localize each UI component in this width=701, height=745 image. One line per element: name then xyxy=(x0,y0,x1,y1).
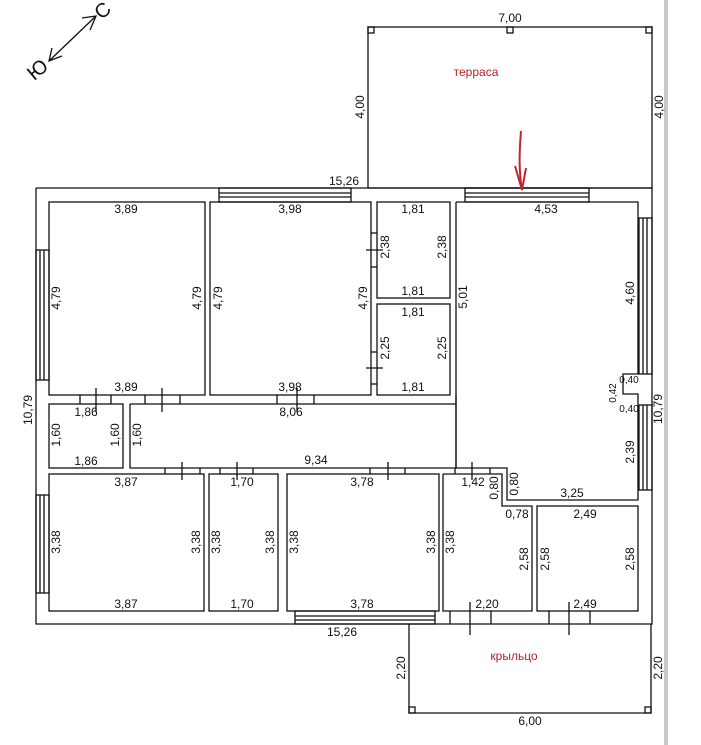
hall-bottom: 2,20 xyxy=(475,597,499,611)
room-s-narrow-bottom: 1,70 xyxy=(230,597,254,611)
room-sw-right: 3,38 xyxy=(189,530,203,554)
room-se-left: 2,58 xyxy=(538,547,552,571)
room-s-narrow-top: 1,70 xyxy=(230,475,254,489)
house-top-length: 15,26 xyxy=(328,174,360,188)
room-s-narrow-outline xyxy=(208,473,279,612)
porch-left-depth: 2,20 xyxy=(394,656,408,680)
room-ne-living-outline xyxy=(455,201,639,501)
room-ne-top: 4,53 xyxy=(534,202,558,216)
room-ne-niche-depth: 0,42 xyxy=(608,383,619,403)
room-s-center-outline xyxy=(286,473,440,612)
corridor-left: 1,60 xyxy=(130,423,144,447)
room-sw-top: 3,87 xyxy=(114,475,138,489)
room-small-top-top: 1,81 xyxy=(401,202,425,216)
house-left-height: 10,79 xyxy=(21,394,35,426)
house-bottom-length: 15,26 xyxy=(326,625,358,639)
room-se-outline xyxy=(536,505,639,612)
house-right-height: 10,79 xyxy=(651,393,665,425)
room-small-top-bottom: 1,81 xyxy=(401,284,425,298)
window-top-2 xyxy=(464,187,590,203)
window-left-1 xyxy=(35,249,50,381)
red-arrow-icon xyxy=(514,130,527,191)
room-n-center-left: 4,79 xyxy=(211,286,225,310)
room-n-center-bottom: 3,98 xyxy=(278,380,302,394)
room-small-bottom-top: 1,81 xyxy=(401,305,425,319)
room-sw-bottom: 3,87 xyxy=(114,597,138,611)
room-small-top-right: 2,38 xyxy=(435,235,449,259)
room-ne-niche-top: 0,40 xyxy=(619,375,639,386)
hall-notch-width: 0,78 xyxy=(505,507,529,521)
terrace-outline xyxy=(367,26,653,189)
room-ne-right-upper: 4,60 xyxy=(623,281,637,305)
hall-left: 3,38 xyxy=(443,530,457,554)
room-se-bottom: 2,49 xyxy=(573,597,597,611)
terrace-label: терраса xyxy=(453,65,499,79)
room-ne-right-lower: 2,39 xyxy=(623,440,637,464)
room-n-center-outline xyxy=(209,201,372,396)
window-bottom xyxy=(294,610,436,625)
room-nw-top: 3,89 xyxy=(114,202,138,216)
room-small-bottom-right: 2,25 xyxy=(435,336,449,360)
room-s-narrow-left: 3,38 xyxy=(209,530,223,554)
room-nw-bottom: 3,89 xyxy=(114,380,138,394)
window-left-2 xyxy=(35,494,50,594)
terrace-right-depth: 4,00 xyxy=(652,95,666,119)
room-ne-bottom: 3,25 xyxy=(560,486,584,500)
room-s-center-top: 3,78 xyxy=(350,475,374,489)
room-wc-left: 1,60 xyxy=(49,423,63,447)
room-sw-outline xyxy=(48,473,205,612)
room-n-center-right: 4,79 xyxy=(356,286,370,310)
room-s-center-right: 3,38 xyxy=(424,530,438,554)
room-wc-right: 1,60 xyxy=(108,423,122,447)
room-s-narrow-right: 3,38 xyxy=(263,530,277,554)
window-top-1 xyxy=(218,187,352,203)
room-small-top-left: 2,38 xyxy=(378,235,392,259)
room-se-right: 2,58 xyxy=(623,547,637,571)
room-sw-left: 3,38 xyxy=(49,530,63,554)
room-s-center-left: 3,38 xyxy=(287,530,301,554)
room-nw-outline xyxy=(48,201,206,396)
porch-outline xyxy=(408,624,652,714)
porch-width: 6,00 xyxy=(518,714,542,728)
porch-right-depth: 2,20 xyxy=(651,656,665,680)
corridor-bottom: 9,34 xyxy=(304,453,328,467)
hall-top: 1,42 xyxy=(461,475,485,489)
hall-notch-a: 0,80 xyxy=(487,476,501,500)
room-wc-bottom: 1,86 xyxy=(74,454,98,468)
terrace-left-depth: 4,00 xyxy=(353,95,367,119)
window-right-1 xyxy=(638,217,653,375)
room-nw-left: 4,79 xyxy=(49,286,63,310)
compass-arrow-icon xyxy=(48,15,98,63)
corridor-top: 8,06 xyxy=(279,405,303,419)
room-n-center-top: 3,98 xyxy=(278,202,302,216)
door-marks xyxy=(79,232,591,635)
window-right-2 xyxy=(638,404,653,491)
room-se-top: 2,49 xyxy=(573,507,597,521)
room-small-bottom-bottom: 1,81 xyxy=(401,380,425,394)
terrace-width: 7,00 xyxy=(498,11,522,25)
scrollbar[interactable] xyxy=(664,0,668,745)
room-wc-outline xyxy=(48,403,124,469)
room-ne-niche-bottom: 0,40 xyxy=(619,404,639,415)
room-small-bottom-left: 2,25 xyxy=(378,336,392,360)
room-small-bottom-outline xyxy=(376,303,451,396)
hall-right: 2,58 xyxy=(517,547,531,571)
room-wc-top: 1,86 xyxy=(74,405,98,419)
room-nw-right: 4,79 xyxy=(190,286,204,310)
hall-notch-b: 0,80 xyxy=(507,472,521,496)
house-outer-wall xyxy=(35,187,653,625)
room-s-center-bottom: 3,78 xyxy=(350,597,374,611)
porch-label: крыльцо xyxy=(490,649,538,663)
room-ne-left: 5,01 xyxy=(456,285,470,309)
corridor-outline xyxy=(129,403,457,469)
hall-outline xyxy=(442,473,533,612)
